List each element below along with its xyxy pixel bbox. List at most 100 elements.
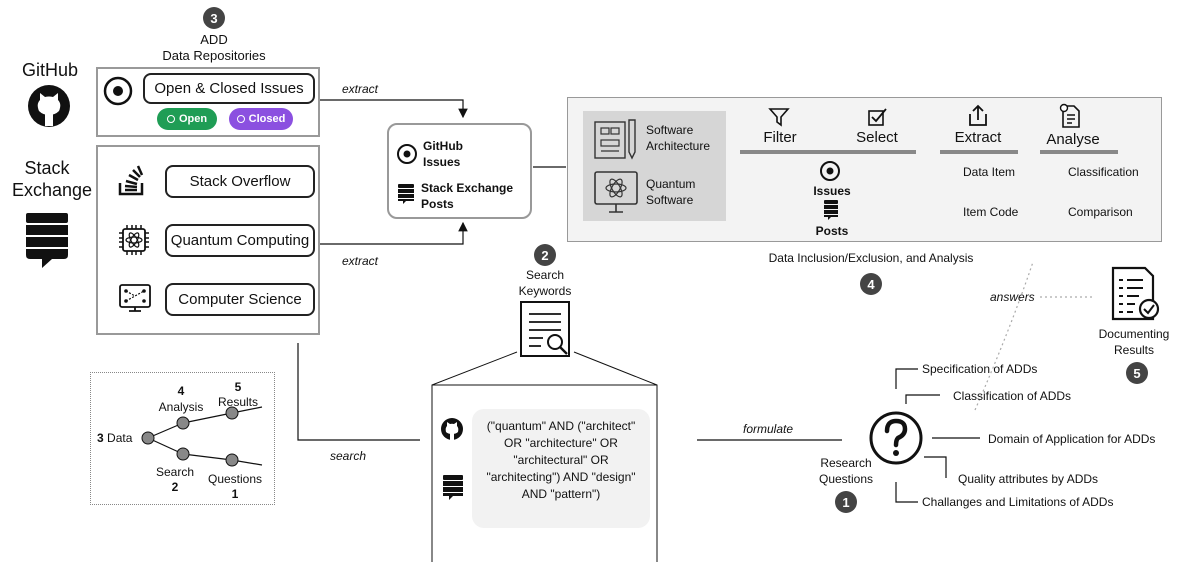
domain-software-architecture-2: Architecture	[646, 139, 711, 153]
step5-badge: 5	[1126, 362, 1148, 384]
domain-quantum-software-2: Software	[646, 193, 694, 207]
rq-classification: Classification of ADDs	[953, 389, 1072, 403]
stack-label-2: Exchange	[12, 180, 93, 200]
tree-edges	[147, 406, 263, 466]
extract-item-code: Item Code	[963, 205, 1019, 219]
stack-exchange-logo-icon	[26, 213, 68, 268]
analysis-caption: Data Inclusion/Exclusion, and Analysis	[768, 251, 974, 265]
answers-edge-1	[974, 261, 1034, 411]
research-label-1: Research	[820, 456, 872, 470]
analyse-item-comparison: Comparison	[1068, 205, 1133, 219]
site-quantum-computing: Quantum Computing	[165, 224, 315, 257]
step3-badge: 3	[203, 7, 225, 29]
rq-challenges: Challanges and Limitations of ADDs	[922, 495, 1114, 509]
answers-label: answers	[990, 290, 1035, 304]
site-stack-overflow: Stack Overflow	[165, 165, 315, 198]
merged-se-2: Posts	[421, 197, 454, 211]
extract-bar	[940, 150, 1018, 154]
domain-software-architecture-1: Software	[646, 123, 694, 137]
closed-chip: Closed	[229, 108, 293, 130]
documenting-label-1: Documenting	[1098, 327, 1170, 341]
open-chip: Open	[157, 108, 217, 130]
search-edge	[297, 343, 420, 441]
select-checkbox-icon	[868, 108, 887, 126]
step3-title-2: Data Repositories	[162, 48, 266, 63]
computer-science-icon	[119, 284, 151, 312]
tree-questions-num: 1	[231, 487, 239, 501]
check-dot-icon	[236, 115, 245, 123]
tree-analysis-label: Analysis	[158, 400, 204, 414]
step3-title-1: ADD	[200, 32, 228, 47]
step-analyse: Analyse	[1046, 131, 1100, 148]
analyse-document-icon	[1059, 103, 1080, 128]
domain-panel	[583, 111, 726, 221]
rq-branches	[895, 368, 980, 503]
stack-exchange-icon	[443, 475, 463, 500]
query-line-2: OR "architecture" OR	[504, 436, 618, 450]
tree-questions-label: Questions	[207, 472, 263, 486]
research-label-2: Questions	[818, 472, 874, 486]
extract-bottom-edge	[318, 221, 468, 245]
merged-se-1: Stack Exchange	[421, 181, 514, 195]
upload-icon	[969, 104, 987, 126]
rq-domain: Domain of Application for ADDs	[988, 432, 1156, 446]
github-label: GitHub	[21, 60, 79, 80]
github-repo-box	[96, 67, 320, 137]
step2-label-1: Search	[525, 268, 565, 282]
step2-label-2: Keywords	[518, 284, 572, 298]
query-line-3: "architectural" OR	[513, 453, 609, 467]
rq-specification: Specification of ADDs	[922, 362, 1038, 376]
query-line-5: AND "pattern")	[521, 487, 601, 501]
filter-select-bar	[740, 150, 916, 154]
extract-item-data: Data Item	[963, 165, 1016, 179]
query-box	[472, 409, 650, 528]
extract-top-label: extract	[342, 82, 379, 96]
issues-pill: Open & Closed Issues	[143, 73, 315, 104]
tree-results-label: Results	[217, 395, 258, 409]
analyse-item-classification: Classification	[1068, 165, 1139, 179]
documenting-label-2: Results	[1113, 343, 1154, 357]
step-filter: Filter	[763, 129, 797, 146]
stack-exchange-icon	[398, 184, 414, 204]
documenting-report-icon	[1111, 266, 1160, 321]
issue-icon	[103, 76, 133, 106]
stackexchange-repo-box	[96, 145, 320, 335]
filter-icon	[768, 108, 790, 127]
extract-bottom-label: extract	[342, 254, 379, 268]
github-icon	[441, 418, 463, 440]
search-label: search	[330, 449, 367, 463]
search-keywords-icon	[520, 301, 570, 357]
process-tree-box	[90, 372, 275, 505]
stack-label-1: Stack	[24, 158, 70, 178]
extract-top-edge	[318, 99, 468, 119]
tree-search-num: 2	[171, 480, 179, 494]
stack-overflow-icon	[118, 165, 144, 196]
formulate-label: formulate	[743, 422, 794, 436]
software-architecture-icon	[594, 119, 636, 160]
rq-quality: Quality attributes by ADDs	[958, 472, 1099, 486]
step1-badge: 1	[835, 491, 857, 513]
merged-sources-box	[387, 123, 532, 219]
stack-exchange-icon	[824, 200, 838, 220]
tree-results-num: 5	[234, 380, 242, 394]
step2-badge: 2	[534, 244, 556, 266]
issues-label: Issues	[813, 184, 851, 198]
site-computer-science: Computer Science	[165, 283, 315, 316]
step4-badge: 4	[860, 273, 882, 295]
posts-label: Posts	[815, 224, 849, 238]
merged-github-2: Issues	[423, 155, 461, 169]
domain-quantum-software-1: Quantum	[646, 177, 696, 191]
open-dot-icon	[166, 115, 175, 123]
step-select: Select	[856, 129, 898, 146]
query-line-4: "architecting") AND "design"	[486, 470, 636, 484]
github-logo-icon	[28, 85, 70, 127]
quantum-chip-icon	[119, 225, 149, 255]
step-extract: Extract	[954, 129, 1002, 146]
query-line-1: ("quantum" AND ("architect"	[486, 419, 636, 433]
tree-search-label: Search	[155, 465, 195, 479]
issue-icon	[820, 161, 840, 181]
tree-analysis-num: 4	[177, 384, 185, 398]
quantum-software-icon	[594, 171, 638, 213]
question-mark-icon	[869, 411, 923, 465]
issue-icon	[397, 144, 417, 164]
